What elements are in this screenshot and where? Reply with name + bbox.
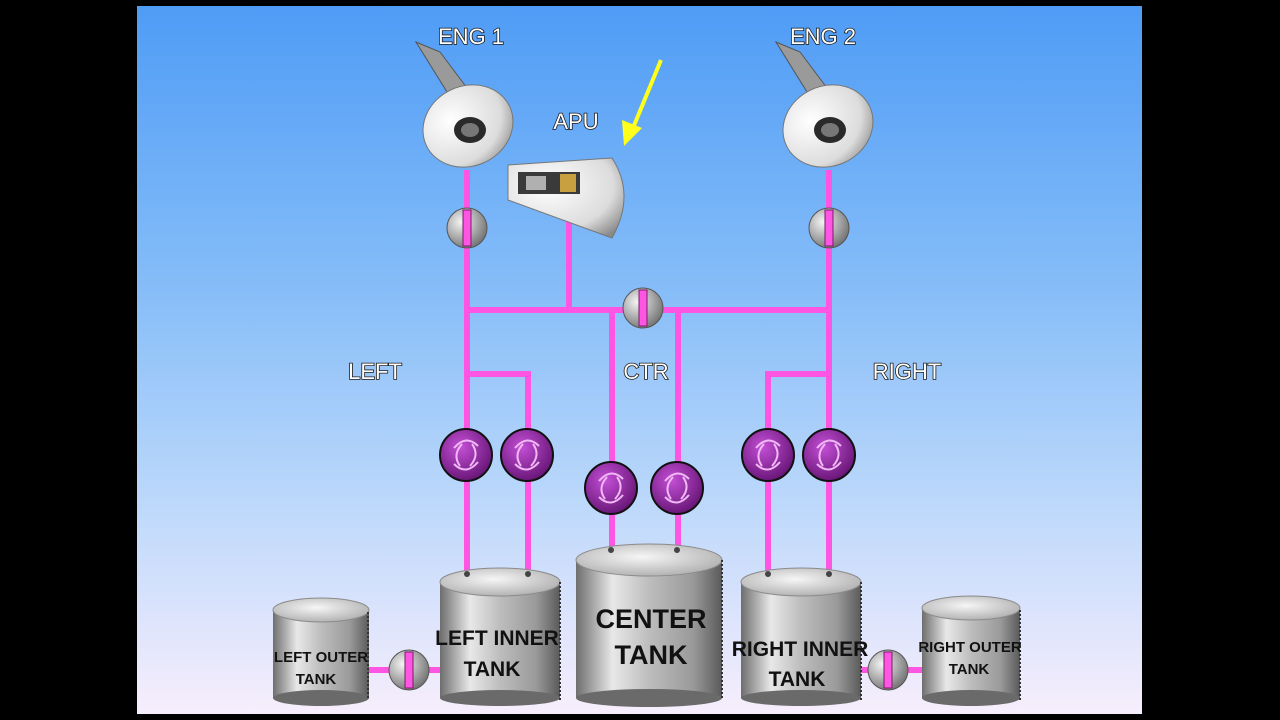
- right-group-label: RIGHT: [873, 359, 941, 384]
- left-inner-tank[interactable]: LEFT INNER TANK: [435, 567, 561, 706]
- valve-icon: [867, 649, 909, 691]
- pointer-arrow-icon: [622, 59, 663, 146]
- ctr-group-label: CTR: [623, 359, 668, 384]
- eng1-valve[interactable]: [446, 207, 488, 249]
- eng2-label: ENG 2: [790, 24, 856, 49]
- cylinder-tank-icon: [272, 597, 370, 706]
- engine-nacelle-icon: [414, 40, 514, 168]
- left-outer-tank-line1: LEFT OUTER: [274, 649, 368, 666]
- fuel-pump-icon: [500, 428, 554, 482]
- fuel-pump-icon: [741, 428, 795, 482]
- cylinder-tank-icon: [740, 567, 862, 706]
- center-tank-line1: CENTER: [595, 604, 706, 634]
- right-outer-tank[interactable]: RIGHT OUTER TANK: [918, 595, 1022, 706]
- eng2-valve[interactable]: [808, 207, 850, 249]
- left-group-label: LEFT: [348, 359, 402, 384]
- engine-2: ENG 2: [774, 23, 874, 168]
- valve-icon: [446, 207, 488, 249]
- left-aft-pump-line: [467, 371, 531, 575]
- right-inner-tank-line2: TANK: [769, 668, 826, 691]
- right-inner-tank[interactable]: RIGHT INNER TANK: [732, 567, 869, 706]
- left-outer-tank[interactable]: LEFT OUTER TANK: [272, 597, 370, 706]
- right-outer-tank-line2: TANK: [949, 661, 990, 678]
- cylinder-tank-icon: [439, 567, 561, 706]
- crossfeed-valve[interactable]: [622, 287, 664, 329]
- left-aft-pump[interactable]: [500, 428, 554, 482]
- valve-icon: [388, 649, 430, 691]
- cylinder-tank-icon: [575, 543, 723, 707]
- diagram-canvas: ENG 1 ENG 2 APU: [272, 23, 1022, 707]
- fuel-system-diagram: ENG 1 ENG 2 APU: [137, 6, 1142, 714]
- right-outer-tank-line1: RIGHT OUTER: [918, 639, 1021, 656]
- center-right-pump[interactable]: [650, 461, 704, 515]
- right-transfer-valve[interactable]: [867, 649, 909, 691]
- fuel-pump-icon: [584, 461, 638, 515]
- valve-icon: [808, 207, 850, 249]
- right-aft-pump-line: [765, 371, 829, 575]
- left-inner-tank-line2: TANK: [464, 658, 521, 681]
- apu-unit: APU: [507, 59, 663, 239]
- apu-cone-icon: [507, 157, 625, 239]
- center-tank-line2: TANK: [615, 640, 688, 670]
- center-tank[interactable]: CENTER TANK: [575, 543, 723, 707]
- pumps: [439, 428, 856, 515]
- center-left-pump[interactable]: [584, 461, 638, 515]
- right-inner-tank-line1: RIGHT INNER: [732, 638, 869, 661]
- left-inner-tank-line1: LEFT INNER: [435, 627, 559, 650]
- engine-1: ENG 1: [414, 23, 514, 168]
- engine-nacelle-icon: [774, 40, 874, 168]
- left-outer-tank-line2: TANK: [296, 671, 337, 688]
- fuel-pump-icon: [802, 428, 856, 482]
- apu-label: APU: [553, 109, 598, 134]
- fuel-pump-icon: [650, 461, 704, 515]
- valve-icon: [622, 287, 664, 329]
- right-fwd-pump[interactable]: [802, 428, 856, 482]
- eng1-label: ENG 1: [438, 24, 504, 49]
- left-fwd-pump[interactable]: [439, 428, 493, 482]
- right-aft-pump[interactable]: [741, 428, 795, 482]
- cylinder-tank-icon: [921, 595, 1021, 706]
- left-transfer-valve[interactable]: [388, 649, 430, 691]
- fuel-pump-icon: [439, 428, 493, 482]
